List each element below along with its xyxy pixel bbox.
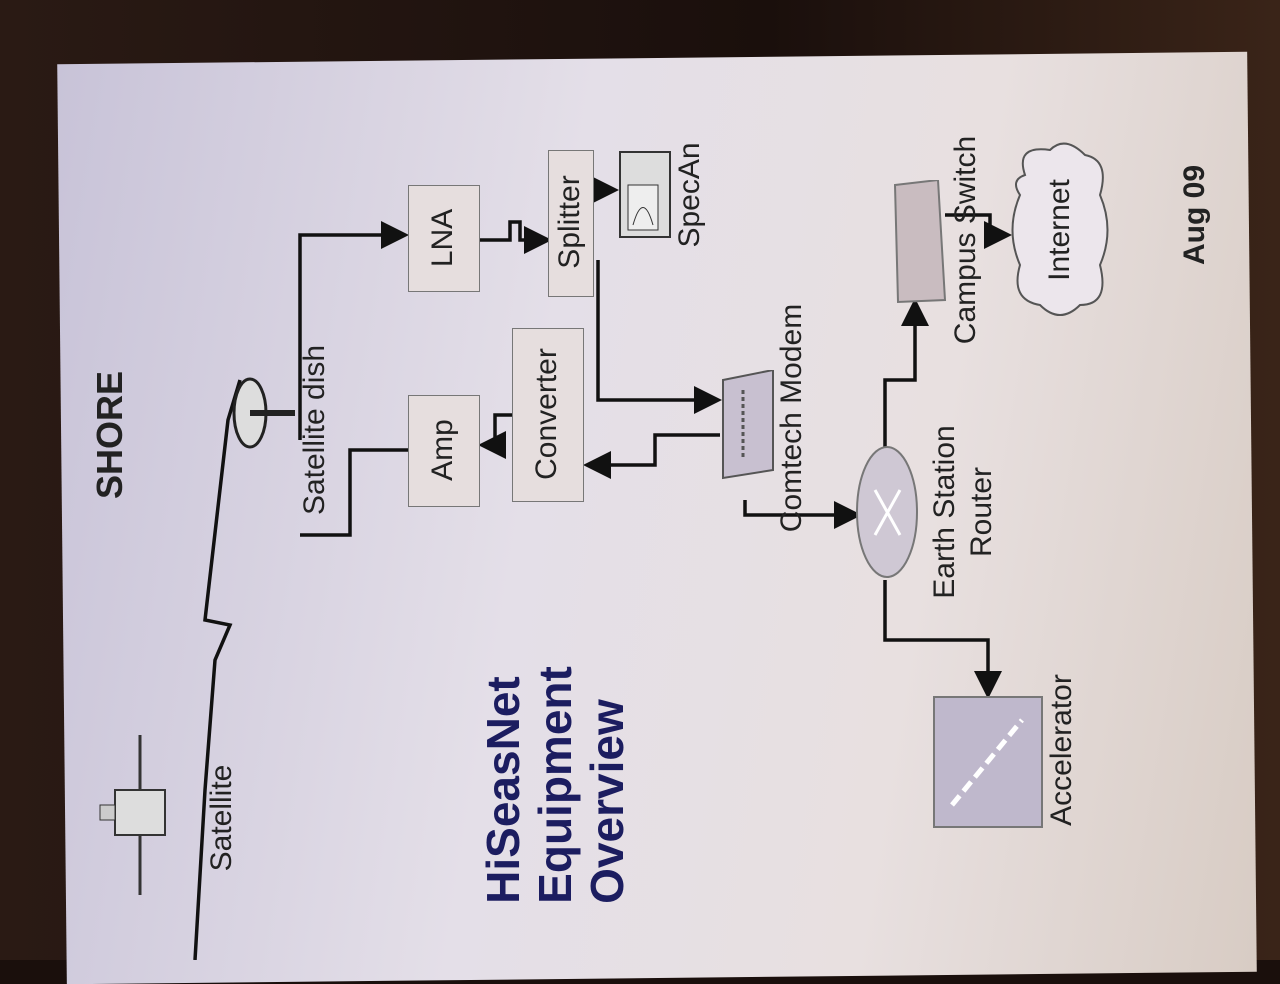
lna-box: [408, 185, 480, 292]
router-to-switch: [883, 298, 929, 450]
internet-cloud-icon: [1011, 142, 1109, 316]
amp-box: [408, 395, 480, 507]
satellite-dish-label: Satellite dish: [298, 344, 331, 516]
converter-box: [512, 328, 584, 502]
switch-to-internet: [945, 213, 1012, 249]
router-to-accelerator: [883, 580, 1002, 699]
splitter-to-modem: [596, 260, 722, 414]
satellite-icon: [99, 735, 166, 895]
router-label-line2: Router: [965, 466, 998, 558]
title-line-1: HiSeasNet: [477, 676, 529, 904]
amp-label: Amp: [426, 419, 459, 481]
specan-label: SpecAn: [673, 142, 706, 248]
amp-to-dish: [300, 448, 408, 537]
lna-label: LNA: [426, 208, 459, 268]
modem-label: Comtech Modem: [775, 303, 808, 533]
router-icon: [856, 446, 918, 578]
accelerator-icon: [933, 696, 1043, 828]
satellite-dish-icon: [232, 377, 295, 449]
modem-icon: [722, 370, 774, 480]
converter-label: Converter: [530, 348, 563, 480]
lna-to-splitter: [478, 220, 552, 254]
switch-label: Campus Switch: [949, 135, 982, 345]
splitter-box: [548, 150, 594, 297]
diagram-title: HiSeasNet Equipment Overview: [477, 666, 633, 904]
connection-lines: [193, 176, 1012, 960]
title-line-3: Overview: [581, 699, 633, 904]
switch-icon: [893, 180, 947, 304]
title-line-2: Equipment: [529, 666, 581, 904]
dish-to-lna: [298, 221, 409, 440]
accelerator-label: Accelerator: [1045, 674, 1078, 826]
section-heading: SHORE: [89, 370, 130, 500]
converter-to-amp: [478, 413, 512, 459]
spectrum-analyzer-icon: [619, 151, 671, 238]
internet-label: Internet: [1043, 179, 1076, 281]
splitter-label: Splitter: [553, 175, 586, 269]
date-label: Aug 09: [1178, 164, 1211, 266]
router-label-line1: Earth Station: [928, 425, 961, 599]
modem-to-router: [743, 500, 862, 529]
satellite-label: Satellite: [205, 764, 238, 872]
satellite-link: [193, 379, 242, 960]
modem-to-converter: [583, 433, 720, 479]
